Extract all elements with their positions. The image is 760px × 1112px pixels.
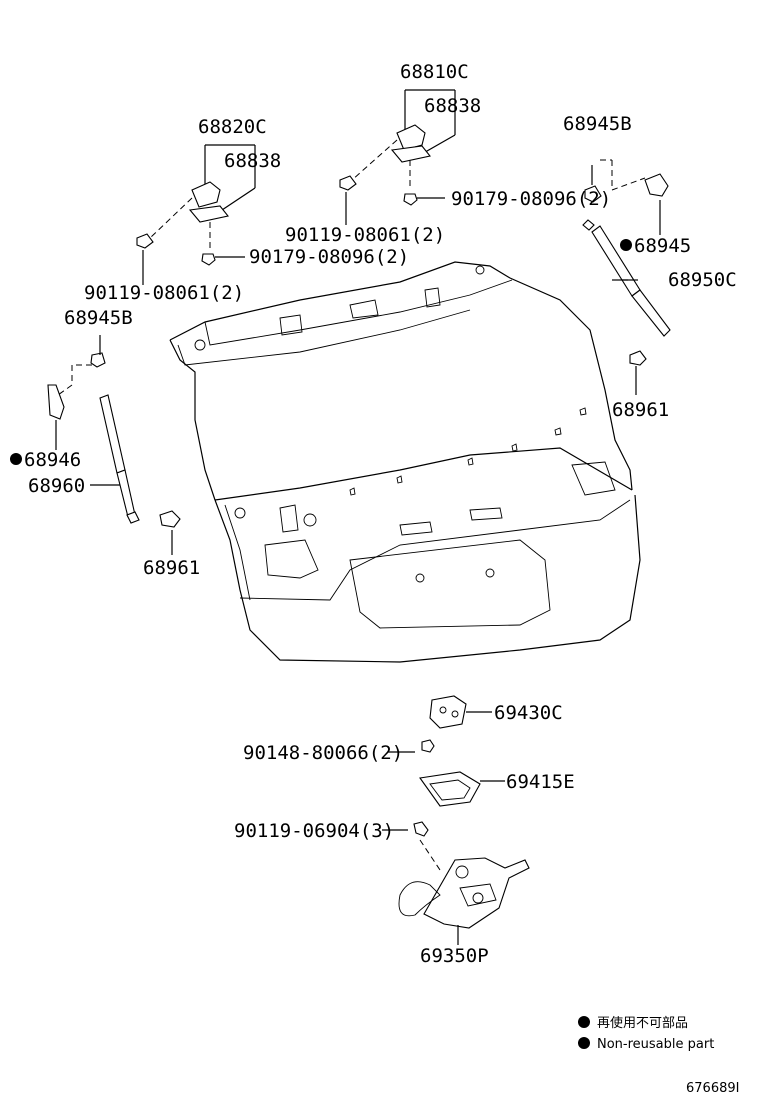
label-69350p: 69350P (420, 945, 489, 967)
damper-68960 (10, 335, 140, 524)
label-68945b-right: 68945B (563, 113, 632, 135)
bumper-assy-68820c (136, 144, 256, 285)
label-90179-right: 90179-08096(2) (451, 188, 611, 210)
legend: 再使用不可部品 Non-reusable part (578, 1015, 714, 1052)
bumper-assy-68810c (339, 89, 456, 225)
legend-non-reusable-en: Non-reusable part (597, 1037, 714, 1052)
label-68945b-left: 68945B (64, 307, 133, 329)
label-68820c: 68820C (198, 116, 267, 138)
back-door-panel (169, 261, 641, 663)
label-90119-06904: 90119-06904(3) (234, 820, 394, 842)
label-90119-left: 90119-08061(2) (84, 282, 244, 304)
bolt-90119-06904 (382, 821, 441, 871)
label-68950c: 68950C (668, 269, 737, 291)
screw-90148 (388, 739, 435, 753)
label-68945: 68945 (634, 235, 691, 257)
label-69415e: 69415E (506, 771, 575, 793)
stopper-68961-left (159, 510, 181, 555)
label-90119-right: 90119-08061(2) (285, 224, 445, 246)
lock-cover-69430c (429, 695, 492, 729)
legend-non-reusable-jp: 再使用不可部品 (597, 1015, 688, 1031)
label-68961-left: 68961 (143, 557, 200, 579)
non-reusable-dot-icon (578, 1037, 590, 1049)
label-68961-right: 68961 (612, 399, 669, 421)
damper-68950c (582, 159, 671, 337)
label-90179-left: 90179-08096(2) (249, 246, 409, 268)
label-68946: 68946 (24, 449, 81, 471)
part-labels: 68810C 68838 68820C 68838 90179-08096(2)… (24, 61, 737, 967)
non-reusable-dot-icon (578, 1016, 590, 1028)
label-68838-left: 68838 (224, 150, 281, 172)
lock-assy-69350p (398, 857, 530, 945)
stopper-68961-right (629, 350, 647, 395)
lock-bracket-69415e (419, 771, 505, 807)
label-68838-right: 68838 (424, 95, 481, 117)
label-68810c: 68810C (400, 61, 469, 83)
label-90148: 90148-80066(2) (243, 742, 403, 764)
label-69430c: 69430C (494, 702, 563, 724)
label-68960: 68960 (28, 475, 85, 497)
figure-id: 676689I (686, 1081, 739, 1096)
